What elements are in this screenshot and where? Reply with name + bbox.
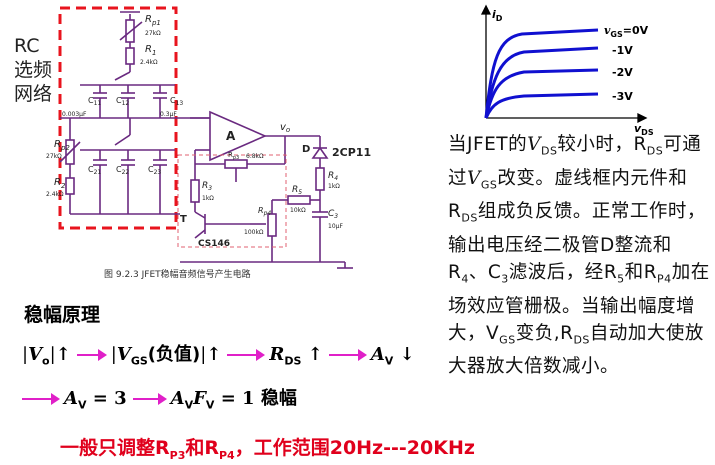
arrow-2 (227, 349, 266, 361)
r3-value: 1kΩ (202, 195, 214, 202)
c1-val-c: 0.3μF (160, 111, 177, 118)
bottom-note: 一般只调整RP3和RP4，工作范围20Hz---20KHz (60, 437, 475, 462)
label-vgs-1: -1V (612, 44, 633, 57)
r1-value: 2.4kΩ (140, 59, 158, 66)
r1-label: R1 (145, 44, 156, 57)
arrow-1 (76, 349, 107, 361)
rp4-value: 100kΩ (244, 229, 264, 236)
arrow-5 (132, 393, 167, 405)
c22-label: C22 (116, 165, 129, 176)
opamp-triangle (209, 110, 268, 162)
feedback-dashed-box (177, 154, 287, 248)
diode-model: 2CP11 (332, 146, 371, 159)
transistor-label: T (180, 214, 187, 225)
c1-val-a: 0.003μF (62, 111, 87, 118)
r4-label: R4 (328, 171, 338, 182)
arrow-4 (22, 393, 60, 405)
rp1-label: Rp1 (145, 14, 161, 27)
diode-symbol (311, 146, 329, 159)
r3-resistor (190, 179, 200, 203)
c21-label: C21 (88, 165, 101, 176)
diode-label: D (302, 144, 310, 155)
r2-value: 2.4kΩ (46, 191, 64, 198)
r3-label: R3 (202, 181, 212, 192)
section-title: 稳幅原理 (24, 304, 101, 326)
rp4-label: Rp4 (258, 206, 271, 217)
r1-resistor (125, 47, 135, 65)
rc-network-label: RC 选频 网络 (14, 35, 53, 105)
c23-label: C23 (148, 165, 161, 176)
curve-vgs-3 (484, 92, 599, 119)
curve-vgs-2 (484, 68, 599, 119)
opamp-label: A (226, 129, 236, 143)
c3-value: 10μF (328, 223, 343, 230)
r4-resistor (315, 167, 325, 191)
rp4-resistor (267, 213, 277, 237)
r5-resistor (287, 195, 311, 205)
circuit-diagram: Rp1 27kΩ R1 2.4kΩ C11 C12 C13 0.003μF 0.… (46, 6, 371, 280)
figure-caption: 图 9.2.3 JFET稳幅音频信号产生电路 (104, 268, 251, 280)
id-label: iD (492, 8, 503, 23)
c3-label: C3 (328, 209, 338, 220)
r5-label: R5 (292, 185, 302, 196)
label-vgs-3: -3V (612, 90, 633, 103)
c12-label: C12 (116, 96, 129, 107)
rp3-resistor (224, 159, 248, 169)
c13-label: C13 (170, 96, 183, 107)
label-vgs-2: -2V (612, 66, 633, 79)
formula-chain: |Vo|↑|VGS(负值)|↑RDS ↑AV ↓ (22, 344, 415, 368)
label-vgs-0: vGS=0V (604, 24, 649, 39)
vo-label: vo (280, 122, 290, 134)
c11-label: C11 (88, 96, 101, 107)
transistor-model: CS146 (198, 239, 230, 249)
fet-characteristic-curves: iD vGS=0V -1V -2V -3V vDS (480, 4, 654, 137)
curve-vgs-0 (484, 28, 599, 119)
rp2-value: 27kΩ (46, 153, 62, 160)
rp3-label: Rp3 (228, 151, 239, 161)
r2-resistor (65, 177, 75, 195)
rp3-value: 6.8kΩ (246, 153, 264, 160)
vds-label: vDS (634, 122, 654, 137)
arrow-3 (328, 349, 367, 361)
r4-value: 1kΩ (328, 183, 340, 190)
rp2-label: Rp2 (54, 139, 70, 152)
r5-value: 10kΩ (290, 207, 306, 214)
explanation-text: 当JFET的VDS较小时，RDS可通过VGS改变。虚线框内元件和RDS组成负反馈… (448, 134, 710, 378)
rp1-value: 27kΩ (145, 30, 161, 37)
r2-label: R2 (54, 177, 66, 190)
